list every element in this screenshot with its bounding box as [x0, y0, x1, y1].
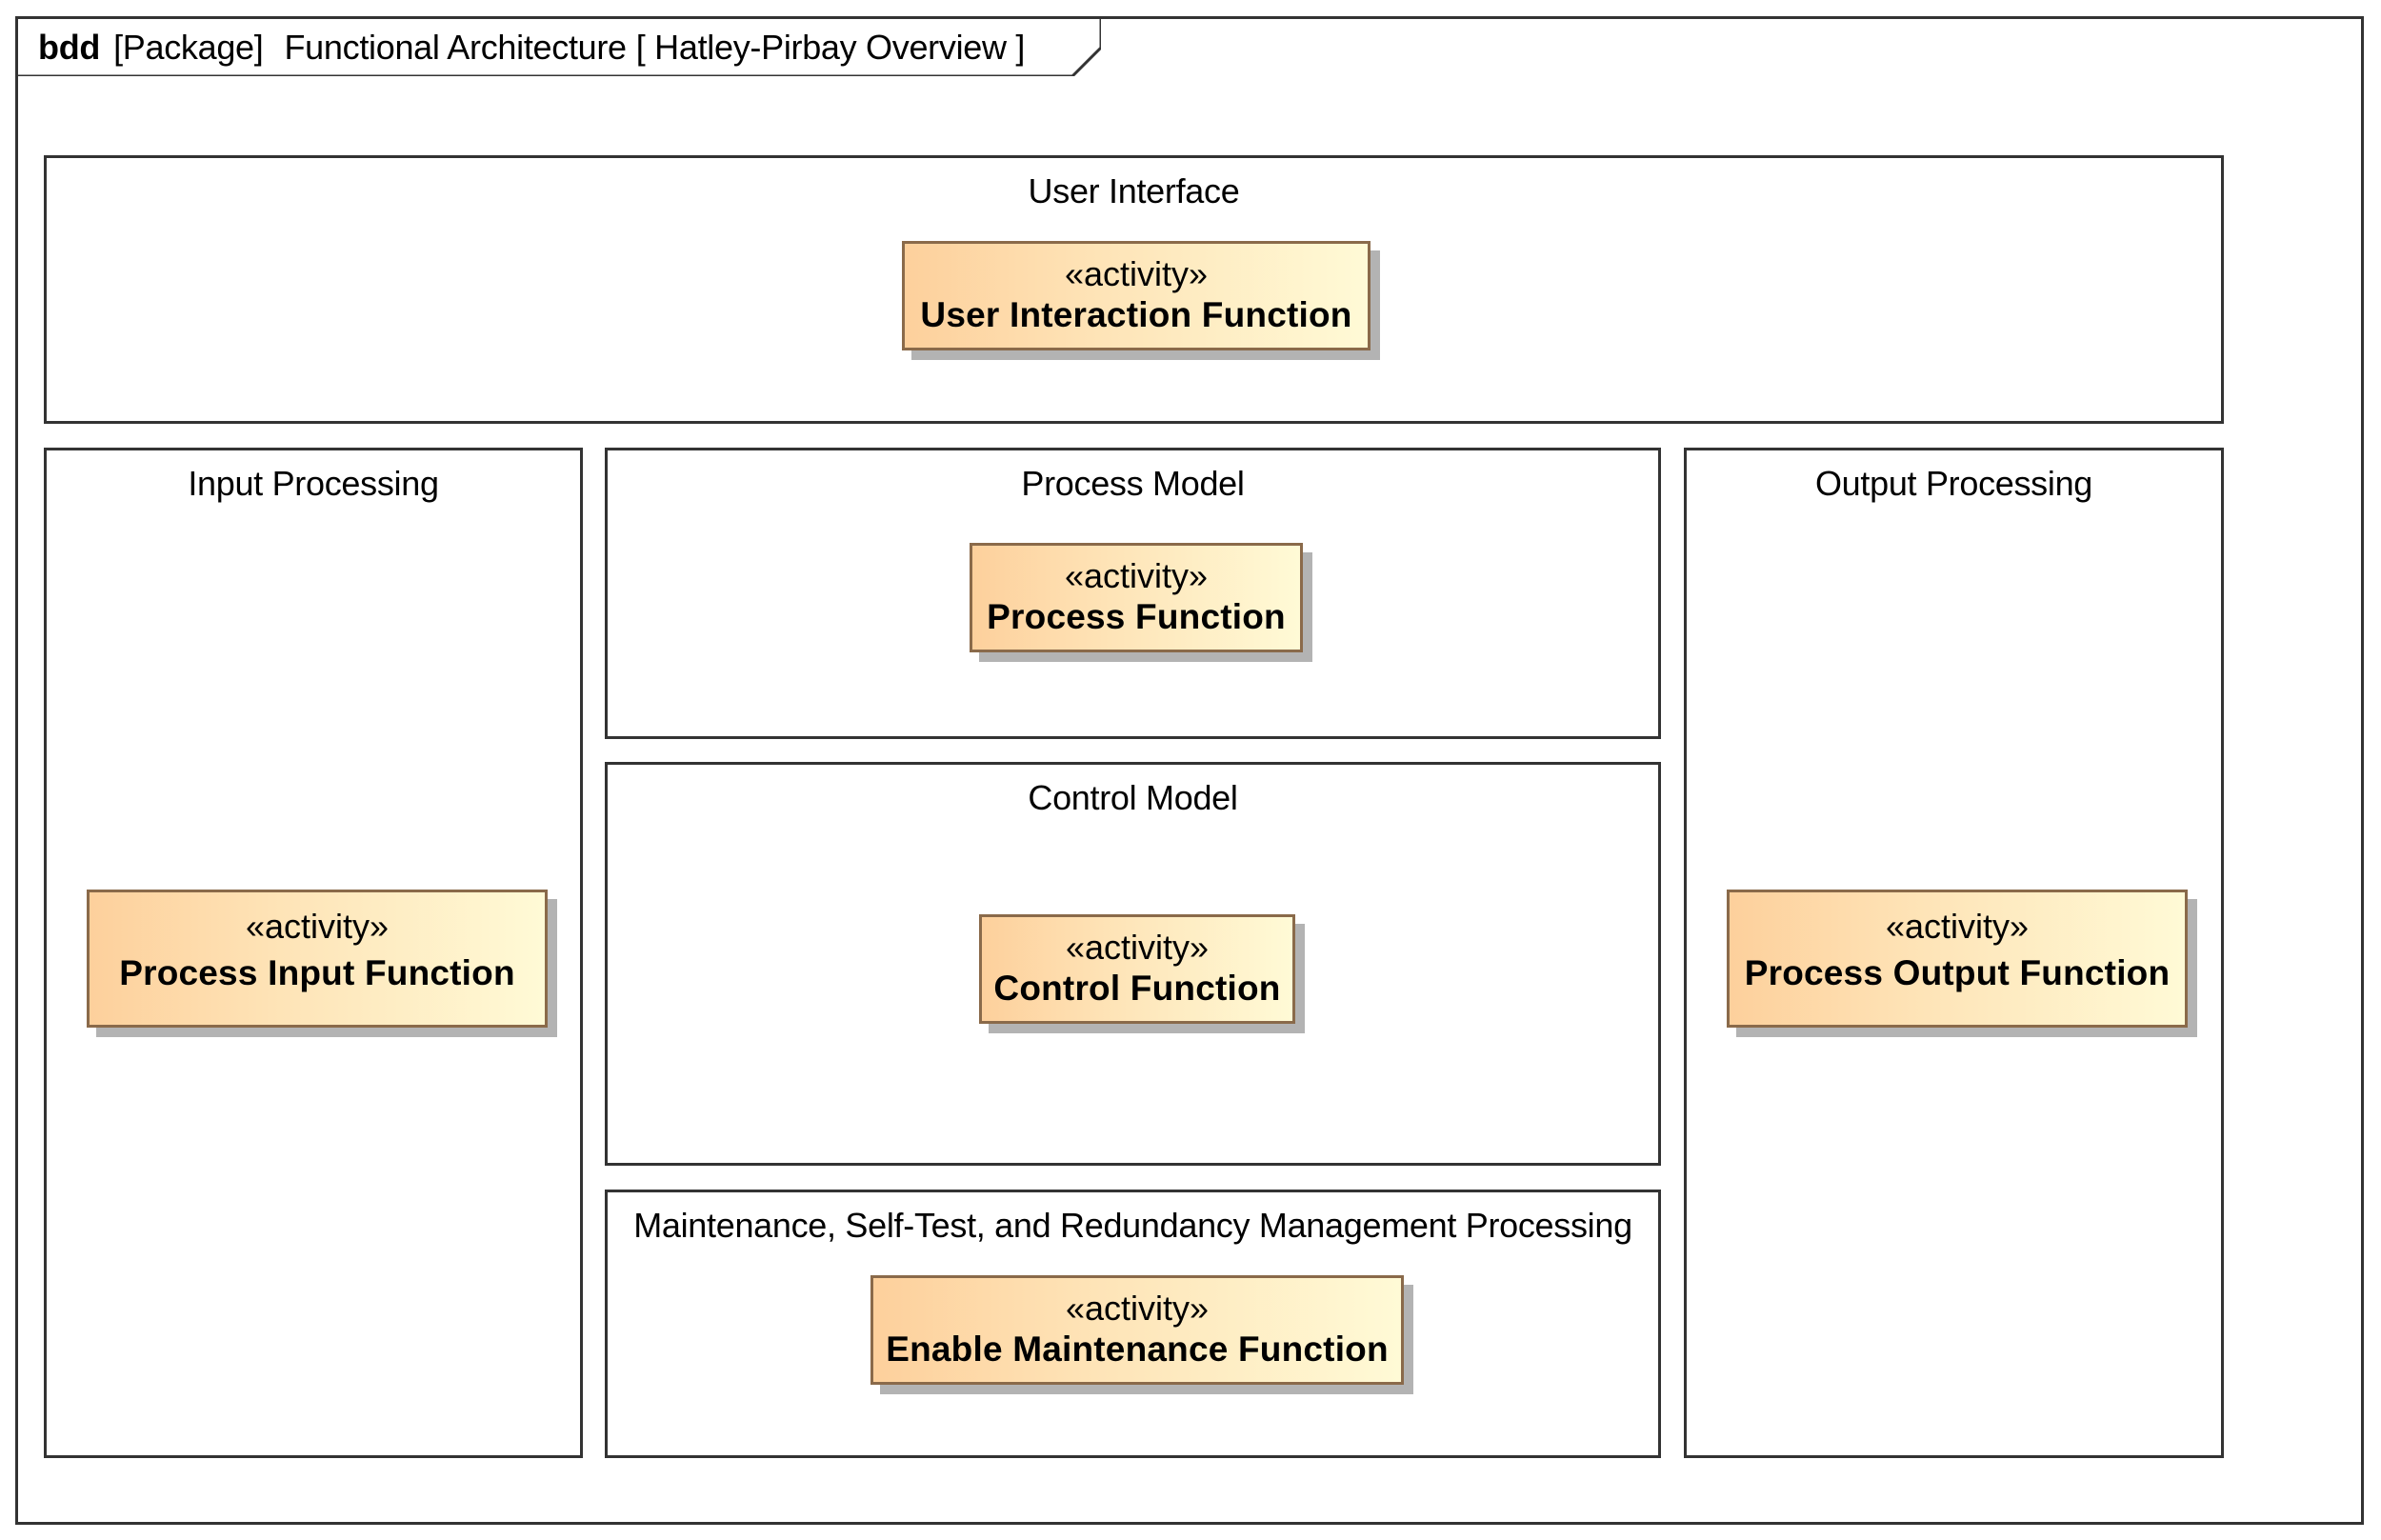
part-user-interface[interactable]: User Interface «activity» User Interacti…: [44, 155, 2224, 424]
activity-stereotype: «activity»: [1064, 254, 1209, 293]
activity-name: User Interaction Function: [920, 295, 1352, 334]
activity-name: Process Function: [987, 597, 1286, 636]
part-input-processing[interactable]: Input Processing «activity» Process Inpu…: [44, 448, 583, 1458]
activity-stereotype: «activity»: [1065, 1289, 1210, 1328]
part-title-process-model: Process Model: [1021, 464, 1245, 503]
part-output-processing[interactable]: Output Processing «activity» Process Out…: [1684, 448, 2224, 1458]
activity-stereotype: «activity»: [1065, 928, 1210, 967]
part-maintenance-self-test-redundancy[interactable]: Maintenance, Self-Test, and Redundancy M…: [605, 1190, 1661, 1458]
part-title-control-model: Control Model: [1028, 778, 1238, 817]
activity-stereotype: «activity»: [1064, 556, 1209, 595]
part-process-model[interactable]: Process Model «activity» Process Functio…: [605, 448, 1661, 739]
activity-name: Control Function: [993, 969, 1281, 1008]
activity-enable-maintenance-function[interactable]: «activity» Enable Maintenance Function: [870, 1275, 1404, 1385]
part-title-output-processing: Output Processing: [1814, 464, 2093, 503]
diagram-name: Functional Architecture: [284, 28, 627, 67]
activity-user-interaction-function[interactable]: «activity» User Interaction Function: [902, 241, 1371, 350]
diagram-header-tab: bdd [Package] Functional Architecture[ Hat…: [15, 16, 1101, 76]
part-title-input-processing: Input Processing: [188, 464, 439, 503]
diagram-header-text: bdd [Package] Functional Architecture[ Hat…: [38, 28, 1025, 68]
diagram-kind: bdd: [38, 28, 101, 67]
activity-process-function[interactable]: «activity» Process Function: [970, 543, 1303, 652]
part-control-model[interactable]: Control Model «activity» Control Functio…: [605, 762, 1661, 1166]
activity-name: Process Input Function: [119, 953, 515, 992]
activity-name: Enable Maintenance Function: [886, 1330, 1389, 1369]
activity-stereotype: «activity»: [245, 907, 390, 946]
part-title-maintenance: Maintenance, Self-Test, and Redundancy M…: [633, 1206, 1632, 1245]
header-tab-outline: [15, 16, 1101, 76]
activity-process-output-function[interactable]: «activity» Process Output Function: [1727, 890, 2188, 1028]
activity-control-function[interactable]: «activity» Control Function: [979, 914, 1295, 1024]
activity-stereotype: «activity»: [1885, 907, 2030, 946]
diagram-view: [ Hatley-Pirbay Overview ]: [635, 28, 1026, 67]
diagram-frame: [15, 16, 2364, 1525]
part-title-user-interface: User Interface: [1028, 171, 1240, 210]
diagram-element-type: [Package]: [113, 28, 264, 67]
activity-name: Process Output Function: [1744, 953, 2171, 992]
activity-process-input-function[interactable]: «activity» Process Input Function: [87, 890, 548, 1028]
